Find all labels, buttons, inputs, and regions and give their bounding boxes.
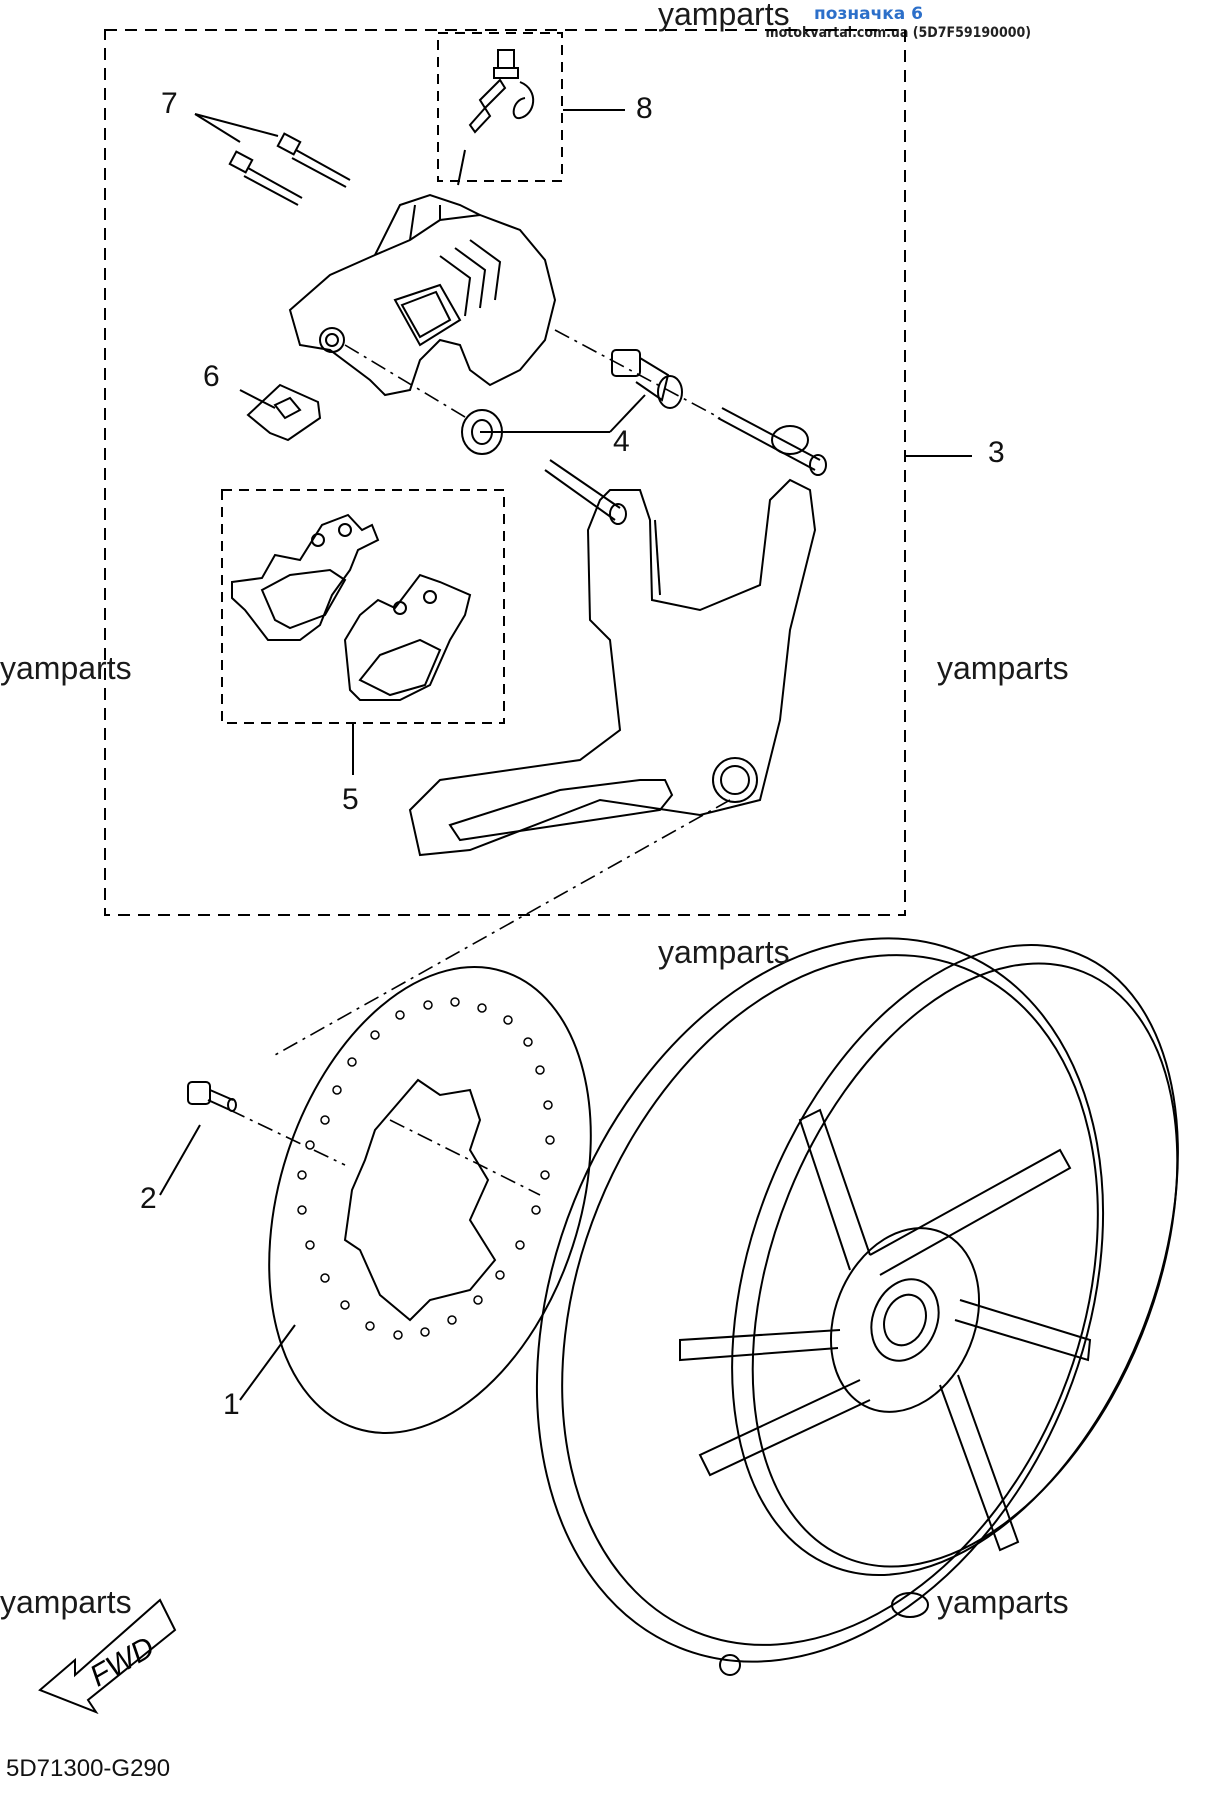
caliper-assembly-box [104, 29, 906, 916]
brake-caliper-icon [288, 193, 557, 397]
pad-pin-icon [228, 132, 351, 206]
fwd-arrow-icon [38, 1598, 177, 1715]
bleed-screw-icon [457, 49, 535, 186]
brake-pads-box [221, 489, 505, 724]
watermark-center: yamparts [658, 934, 790, 970]
callout-2: 2 [140, 1182, 157, 1215]
callout-8: 8 [636, 92, 653, 125]
brake-disc-icon [268, 966, 592, 1434]
callout-1: 1 [223, 1388, 240, 1421]
caliper-bracket-icon [408, 407, 827, 857]
callout-7: 7 [161, 87, 178, 120]
disc-bolt-icon [187, 1081, 237, 1112]
callout-6: 6 [203, 360, 220, 393]
watermark-bottom-left: yamparts [0, 1584, 132, 1620]
rear-wheel-icon [535, 937, 1179, 1676]
watermark-bottom-right: yamparts [937, 1584, 1069, 1620]
watermark-top: yamparts [658, 0, 790, 32]
pad-spring-icon [246, 383, 322, 442]
brake-pad-icon [231, 513, 472, 701]
sleeve-icon [461, 349, 683, 455]
fwd-label: FWD [84, 1631, 160, 1694]
diagram-code: 5D71300-G290 [6, 1755, 171, 1782]
bleed-screw-box [437, 32, 563, 182]
watermark-right: yamparts [937, 650, 1069, 686]
header-label: позначка 6 [814, 4, 923, 24]
callout-5: 5 [342, 783, 359, 816]
watermark-left: yamparts [0, 650, 132, 686]
callout-4: 4 [613, 425, 630, 458]
callout-3: 3 [988, 436, 1005, 469]
